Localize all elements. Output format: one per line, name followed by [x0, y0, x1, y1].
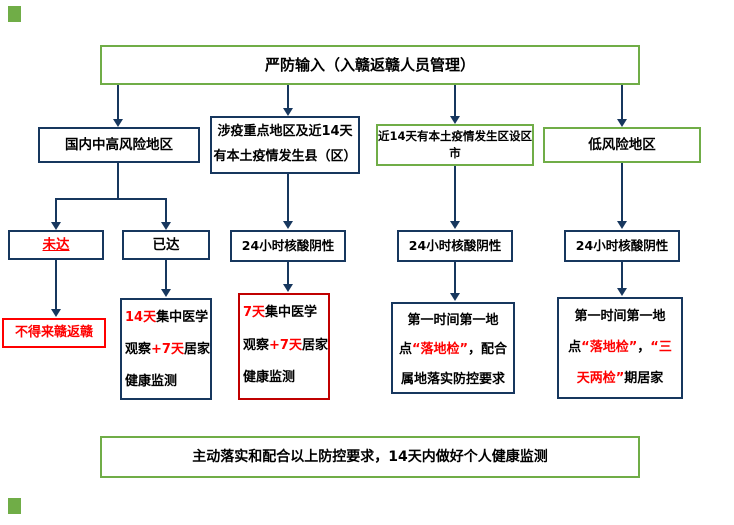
arrow-col3-nat-line	[454, 166, 456, 221]
arrow-quarantine7-line	[287, 262, 289, 285]
box-domestic-mid-high-risk: 国内中高风险地区	[38, 127, 200, 163]
box-landing-test: 第一时间第一地点“落地检”，配合属地落实防控要求	[391, 302, 515, 394]
arrow-landing-low-line	[621, 262, 623, 289]
branch-stem-line	[117, 163, 119, 200]
title-box: 严防输入（入赣返赣人员管理）	[100, 45, 640, 85]
box-quarantine-14: 14天集中医学观察+7天居家健康监测	[120, 298, 212, 400]
arrow-col2-nat-line	[287, 174, 289, 221]
box-not-reached: 未达	[8, 230, 104, 260]
box-low-risk: 低风险地区	[543, 127, 701, 163]
arrow-not-reached-head	[51, 222, 61, 230]
arrow-title-col4-head	[617, 119, 627, 127]
arrow-title-col1-line	[117, 85, 119, 119]
arrow-reached-line	[165, 198, 167, 223]
arrow-quarantine14-head	[161, 289, 171, 297]
arrow-title-col2-head	[283, 108, 293, 116]
arrow-landing-head	[450, 293, 460, 301]
arrow-quarantine14-line	[165, 260, 167, 290]
branch-horizontal-line	[55, 198, 167, 200]
arrow-not-reached-line	[55, 198, 57, 223]
box-nat-negative-1: 24小时核酸阴性	[230, 230, 346, 262]
arrow-reached-head	[161, 222, 171, 230]
arrow-col3-nat-head	[450, 221, 460, 229]
arrow-landing-line	[454, 262, 456, 294]
arrow-title-col2-line	[287, 85, 289, 108]
box-reached: 已达	[122, 230, 210, 260]
arrow-landing-low-head	[617, 288, 627, 296]
box-key-epidemic-counties: 涉疫重点地区及近14天有本土疫情发生县（区）	[210, 116, 360, 174]
footer-box: 主动落实和配合以上防控要求，14天内做好个人健康监测	[100, 436, 640, 478]
box-no-entry: 不得来赣返赣	[2, 318, 106, 348]
arrow-title-col4-line	[621, 85, 623, 119]
arrow-col2-nat-head	[283, 221, 293, 229]
arrow-col4-nat-line	[621, 163, 623, 221]
box-nat-negative-3: 24小时核酸阴性	[564, 230, 680, 262]
box-outbreak-cities: 近14天有本土疫情发生区设区市	[376, 124, 534, 166]
arrow-title-col1-head	[113, 119, 123, 127]
box-nat-negative-2: 24小时核酸阴性	[397, 230, 513, 262]
green-marker-bottom-left	[8, 498, 21, 514]
arrow-col4-nat-head	[617, 221, 627, 229]
green-marker-top-left	[8, 6, 21, 22]
arrow-title-col3-line	[454, 85, 456, 116]
box-quarantine-7: 7天集中医学观察+7天居家健康监测	[238, 293, 330, 400]
box-landing-test-low: 第一时间第一地点“落地检”，“三天两检”期居家	[557, 297, 683, 399]
arrow-no-entry-head	[51, 309, 61, 317]
arrow-title-col3-head	[450, 116, 460, 124]
arrow-no-entry-line	[55, 260, 57, 310]
arrow-quarantine7-head	[283, 284, 293, 292]
